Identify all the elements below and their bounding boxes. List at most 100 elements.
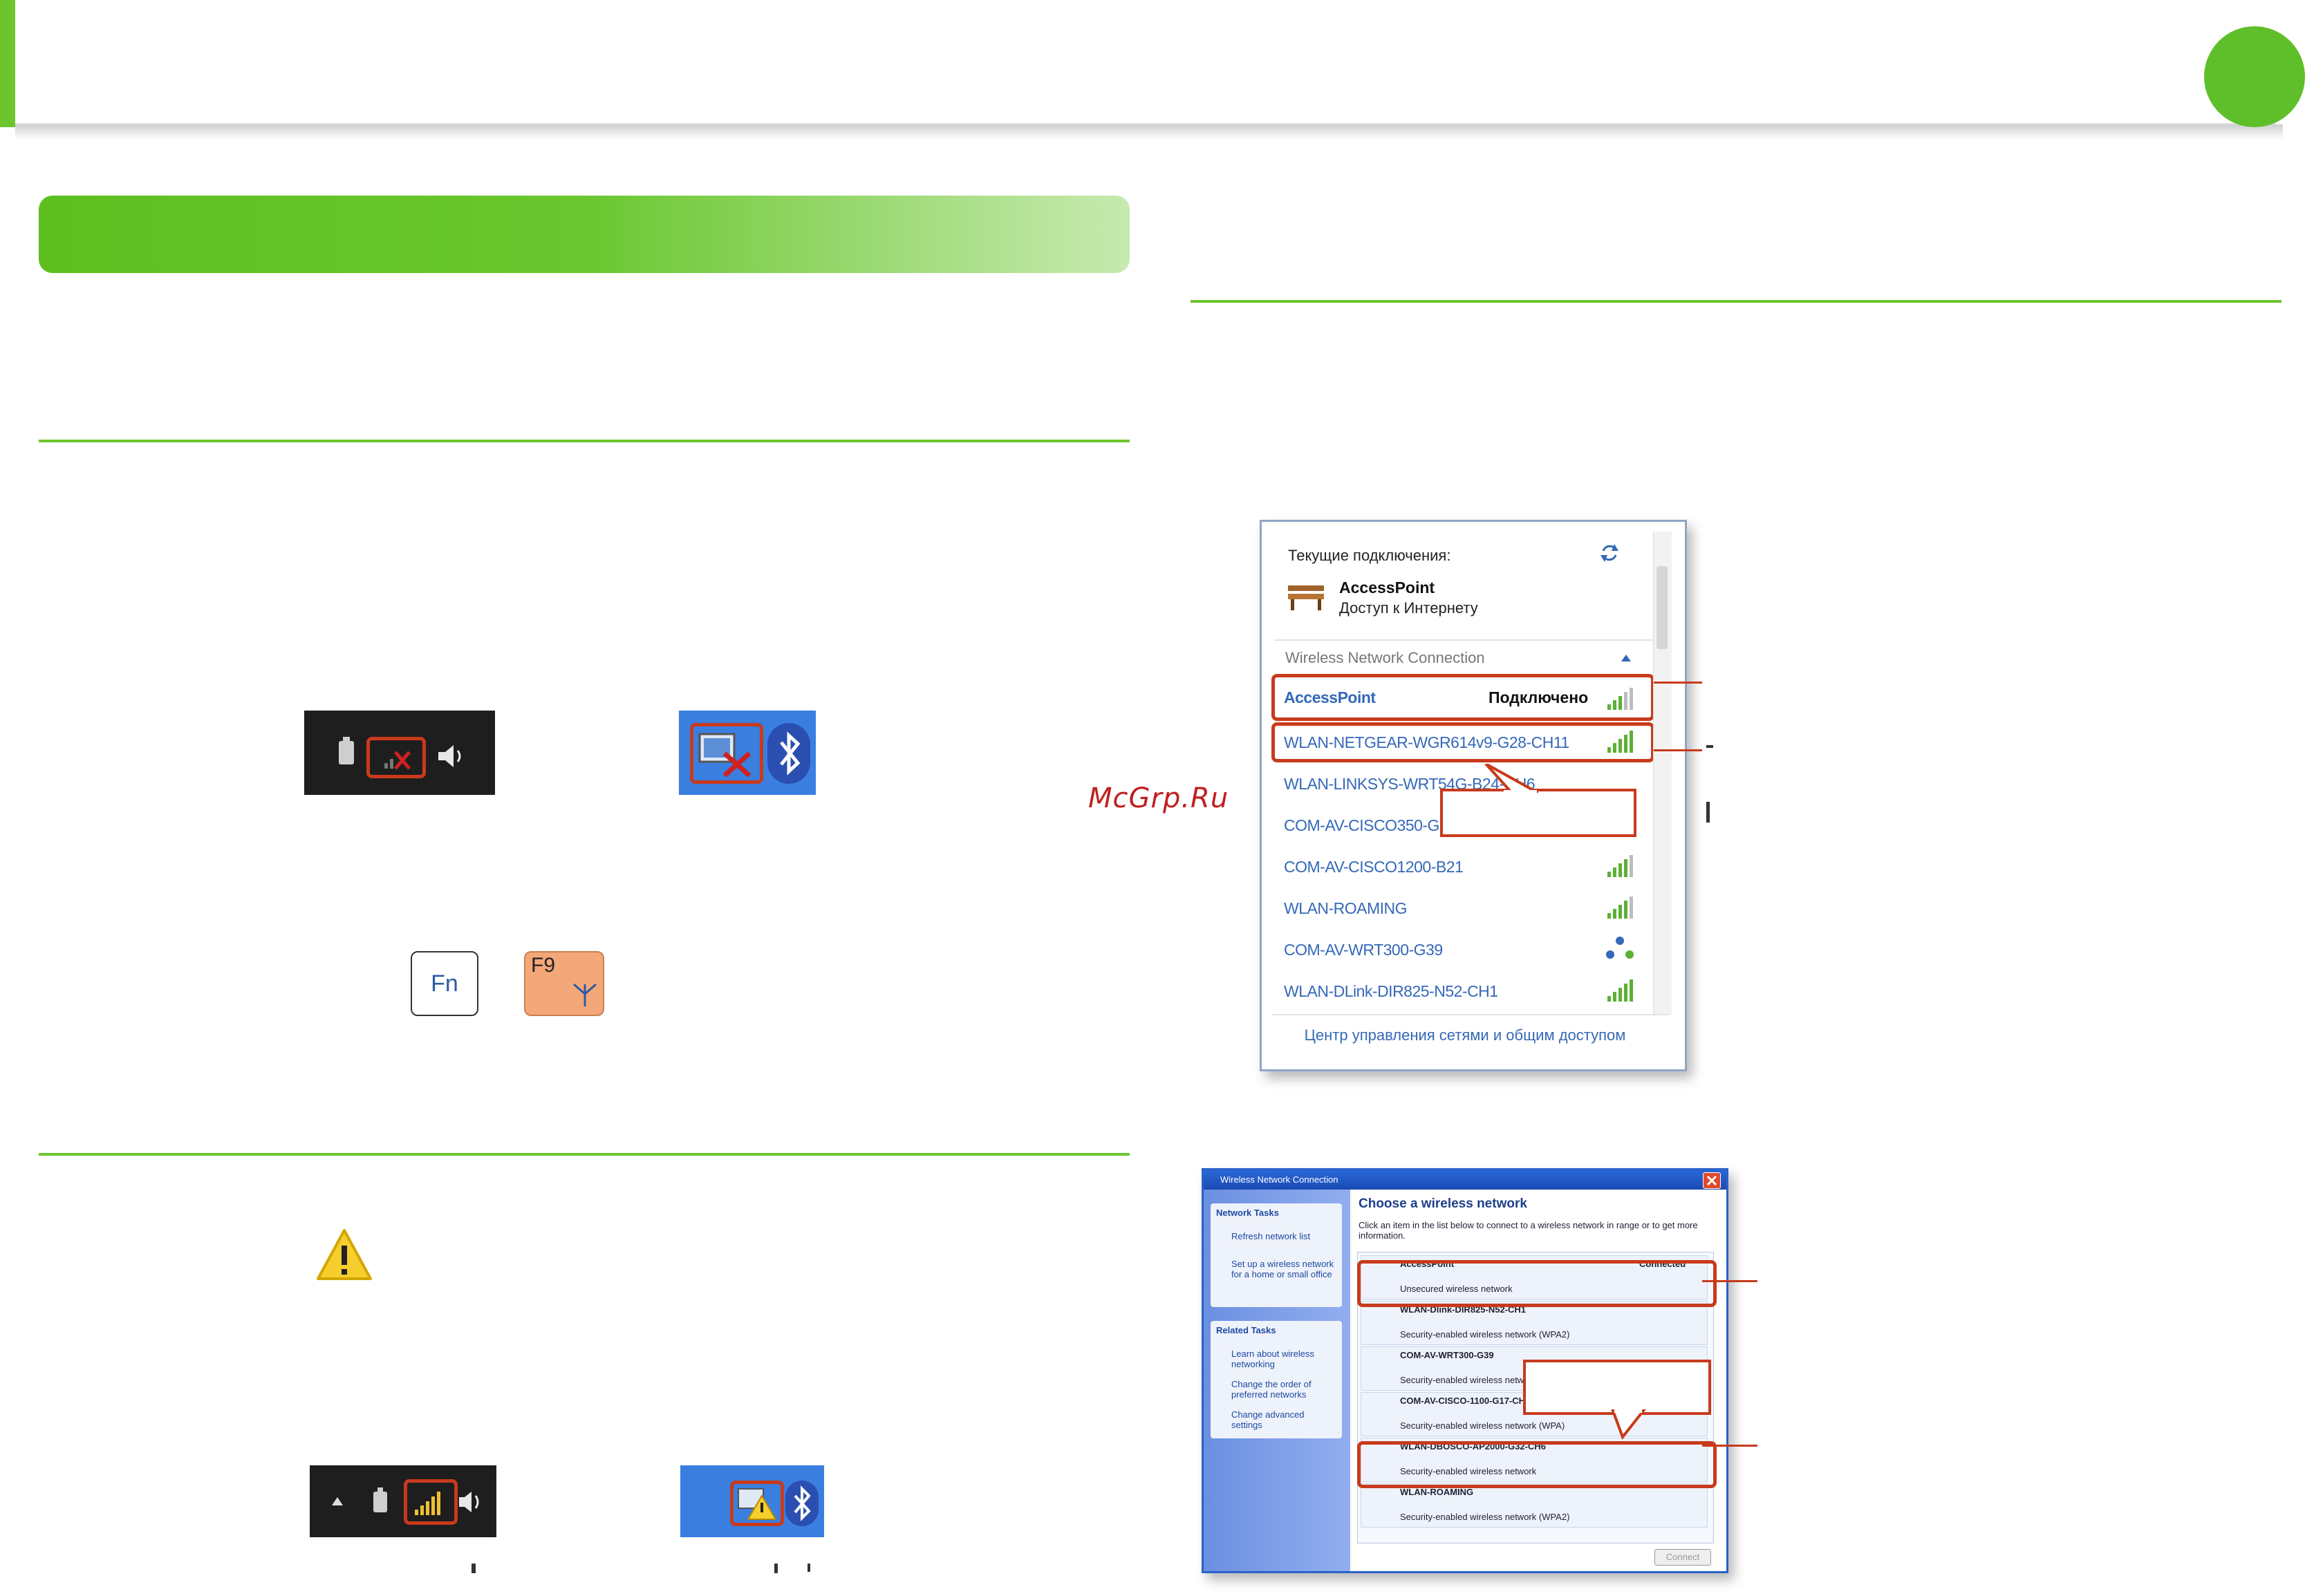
- text-fragment-5: [1706, 802, 1710, 823]
- xp-learn-link[interactable]: Learn about wireless networking: [1231, 1349, 1314, 1369]
- right-rule: [1191, 300, 2281, 303]
- footer-divider: [1271, 1014, 1668, 1015]
- xp-related-tasks-title: Related Tasks: [1216, 1325, 1276, 1335]
- callout-pointer: [1484, 764, 1538, 794]
- f9-key: F9: [524, 951, 604, 1016]
- bluetooth-icon-2[interactable]: [785, 1481, 819, 1526]
- bluetooth-icon[interactable]: [767, 723, 810, 784]
- connected-highlight: [1271, 674, 1654, 721]
- xp-wireless-disabled-highlight: [690, 723, 763, 784]
- wireless-off-icon[interactable]: [380, 745, 413, 773]
- xp-row-2[interactable]: WLAN-Dlink-DIR825-N52-CH1 Security-enabl…: [1361, 1301, 1708, 1345]
- refresh-icon[interactable]: [1599, 543, 1620, 563]
- xp-connected-highlight: [1357, 1260, 1717, 1307]
- signal-icon-1: [1607, 729, 1633, 753]
- wireless-enabled-highlight: [404, 1479, 458, 1525]
- ap-status: Доступ к Интернету: [1339, 599, 1478, 617]
- xp-row-5-desc: Security-enabled wireless network: [1400, 1466, 1537, 1476]
- text-fragment-3: [808, 1564, 810, 1572]
- left-rule-1: [39, 440, 1130, 442]
- scrollbar-thumb[interactable]: [1657, 566, 1668, 649]
- network-item-7[interactable]: WLAN-DLink-DIR825-N52-CH1: [1284, 982, 1498, 1000]
- fn-key: Fn: [411, 951, 478, 1016]
- xp-wireless-off-icon[interactable]: [697, 730, 756, 778]
- xp-row-2-desc: Security-enabled wireless network (WPA2): [1400, 1329, 1570, 1340]
- fn-key-label: Fn: [431, 970, 458, 997]
- xp-row-1-desc: Unsecured wireless network: [1400, 1284, 1513, 1294]
- xp-related-tasks: Related Tasks Learn about wireless netwo…: [1211, 1321, 1342, 1438]
- connected-network[interactable]: AccessPoint: [1284, 688, 1376, 706]
- xp-refresh-link[interactable]: Refresh network list: [1231, 1231, 1311, 1241]
- xp-wireless-enabled-highlight: [730, 1481, 784, 1526]
- xp-connect-button[interactable]: Connect: [1654, 1549, 1711, 1566]
- signal-icon-5: [1607, 895, 1633, 919]
- xp-title: Wireless Network Connection: [1220, 1174, 1338, 1185]
- collapse-icon[interactable]: [1620, 653, 1632, 663]
- wireless-disabled-highlight: [366, 737, 426, 778]
- xp-order-link[interactable]: Change the order of preferred networks: [1231, 1379, 1312, 1400]
- xp-callout-line-2: [1702, 1445, 1757, 1447]
- xp-row-3-name: COM-AV-WRT300-G39: [1400, 1350, 1494, 1360]
- xp-titlebar: Wireless Network Connection: [1204, 1170, 1726, 1190]
- xp-row-6[interactable]: WLAN-ROAMING Security-enabled wireless n…: [1361, 1483, 1708, 1528]
- network-item-1[interactable]: WLAN-NETGEAR-WGR614v9-G28-CH11: [1284, 733, 1569, 751]
- xp-wireless-warning-icon[interactable]: [737, 1486, 778, 1522]
- popup-divider: [1274, 639, 1656, 641]
- chapter-badge: [2204, 26, 2305, 127]
- signal-icon-4: [1607, 854, 1633, 877]
- xp-tray-enabled: [680, 1465, 824, 1537]
- power-icon-2: [373, 1487, 387, 1512]
- signal-icon-connected: [1607, 686, 1633, 710]
- ap-name: AccessPoint: [1339, 579, 1435, 597]
- adhoc-network-icon: [1606, 937, 1634, 959]
- xp-row-3-desc: Security-enabled wireless network: [1400, 1375, 1537, 1385]
- xp-callout-line-1: [1702, 1280, 1757, 1282]
- section-label: Wireless Network Connection: [1285, 649, 1485, 666]
- tray-arrow-icon[interactable]: [329, 1493, 346, 1510]
- current-connections-label: Текущие подключения:: [1288, 547, 1451, 564]
- xp-network-tasks: Network Tasks Refresh network list Set u…: [1211, 1203, 1342, 1307]
- power-icon: [339, 737, 354, 764]
- xp-setup-link[interactable]: Set up a wireless network for a home or …: [1231, 1259, 1334, 1279]
- win7-tray-enabled: [310, 1465, 496, 1537]
- speaker-icon[interactable]: [436, 742, 467, 770]
- xp-wireless-dialog: Wireless Network Connection Network Task…: [1202, 1168, 1728, 1573]
- signal-icon-7: [1607, 978, 1633, 1002]
- f9-key-label: F9: [531, 954, 556, 977]
- xp-callout-pointer: [1611, 1409, 1647, 1440]
- network-item-5[interactable]: WLAN-ROAMING: [1284, 899, 1408, 917]
- speaker-icon-2[interactable]: [456, 1489, 487, 1515]
- network-center-link[interactable]: Центр управления сетями и общим доступом: [1304, 1026, 1626, 1044]
- text-fragment-1: [472, 1564, 476, 1573]
- popup-scrollbar[interactable]: [1653, 532, 1672, 1015]
- bench-icon: [1288, 585, 1324, 610]
- xp-tray-disabled: [679, 711, 816, 795]
- wireless-signal-icon[interactable]: [415, 1489, 440, 1515]
- win7-tray-disabled: [304, 711, 495, 795]
- callout-line-2: [1654, 749, 1702, 751]
- close-icon[interactable]: [1703, 1172, 1721, 1189]
- network-item-4[interactable]: COM-AV-CISCO1200-B21: [1284, 858, 1464, 876]
- win7-network-popup: Текущие подключения: AccessPoint Доступ …: [1260, 520, 1687, 1071]
- callout-box: [1440, 789, 1636, 837]
- callout-line-1: [1654, 682, 1702, 684]
- watermark: McGrp.Ru: [1088, 782, 1229, 814]
- xp-callout-box: [1523, 1360, 1711, 1415]
- connected-label: Подключено: [1489, 688, 1589, 706]
- xp-row-4-desc: Security-enabled wireless network (WPA): [1400, 1420, 1565, 1431]
- warning-icon: [317, 1229, 372, 1280]
- network-item-6[interactable]: COM-AV-WRT300-G39: [1284, 941, 1443, 959]
- left-rule-2: [39, 1153, 1130, 1156]
- xp-row-6-name: WLAN-ROAMING: [1400, 1487, 1474, 1497]
- network-item-3[interactable]: COM-AV-CISCO350-G: [1284, 816, 1439, 834]
- section-banner: [39, 196, 1130, 273]
- xp-connect-label: Connect: [1665, 1552, 1700, 1562]
- xp-network-tasks-title: Network Tasks: [1216, 1208, 1279, 1218]
- header-shadow: [15, 124, 2283, 140]
- xp-intro: Click an item in the list below to conne…: [1359, 1220, 1698, 1241]
- text-fragment-4: [1706, 745, 1713, 748]
- text-fragment-2: [774, 1564, 778, 1573]
- network-2-highlight: [1271, 722, 1654, 762]
- xp-advanced-link[interactable]: Change advanced settings: [1231, 1409, 1305, 1430]
- header-accent-bar: [0, 0, 15, 127]
